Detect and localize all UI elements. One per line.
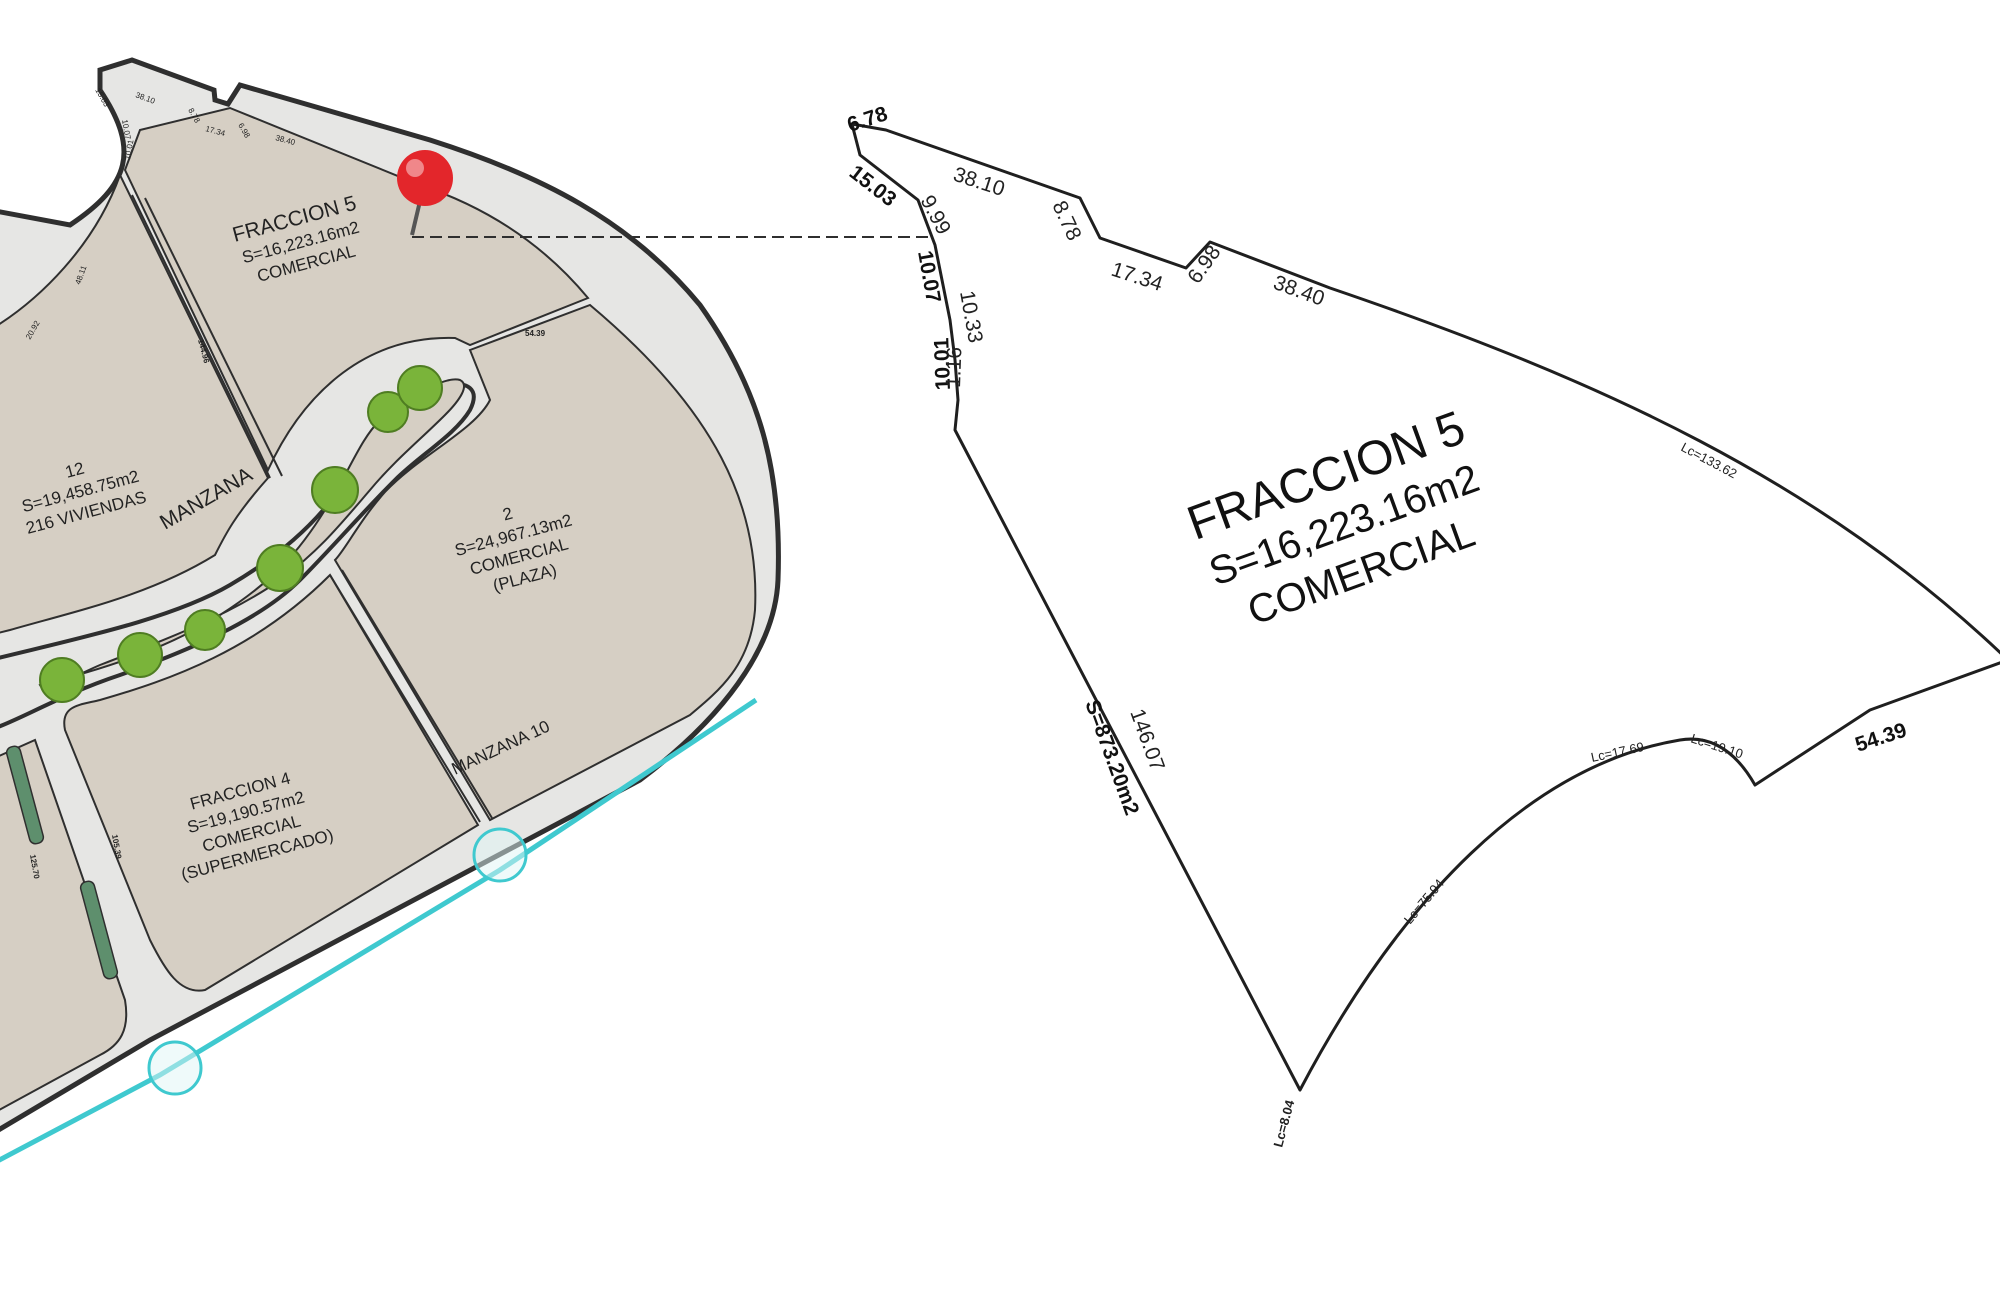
median-1 [5,745,45,845]
trees [39,365,443,703]
river-line [0,697,758,1163]
lot-12-number: 12 [63,459,86,482]
fraccion-5-detail: FRACCION 5 S=16,223.16m2 COMERCIAL 6.78 … [844,102,2000,1149]
tree-icon [184,609,226,651]
divider-line [144,197,283,477]
tree-icon [39,657,85,703]
tree-icon [117,632,163,678]
small-dim: 105.39 [110,834,123,860]
median-2 [79,880,119,980]
divider-line [341,569,493,819]
lot-2[interactable] [333,303,757,822]
tree-icon [311,466,359,514]
dim-left-5: 10.01 [930,337,955,391]
lot-12[interactable] [0,172,270,635]
small-dim: 54.39 [525,329,546,338]
divider-line [131,194,271,479]
tree-icon [397,365,443,411]
location-pin-icon[interactable] [397,150,453,236]
divider-line [329,574,481,823]
drain-icon [472,827,528,883]
small-dim: 125.70 [28,854,41,880]
dim-left-6: 1.16 [942,347,966,389]
tree-icon [256,544,304,592]
detail-outline [850,122,2000,1092]
tree-icon [367,391,409,433]
small-dim: 10.01 [123,139,135,161]
site-map: FRACCION 5 S=16,223.16m2 COMERCIAL 12 S=… [0,57,781,1163]
dim-right-end: 54.39 [1852,719,1909,757]
lot-fraccion-5[interactable] [123,106,590,473]
small-dim: 10.07 [120,119,132,141]
drain-icon [147,1040,203,1096]
arc-tip: Lc=8.04 [1270,1098,1297,1149]
lot-fraccion-4[interactable] [63,573,480,992]
